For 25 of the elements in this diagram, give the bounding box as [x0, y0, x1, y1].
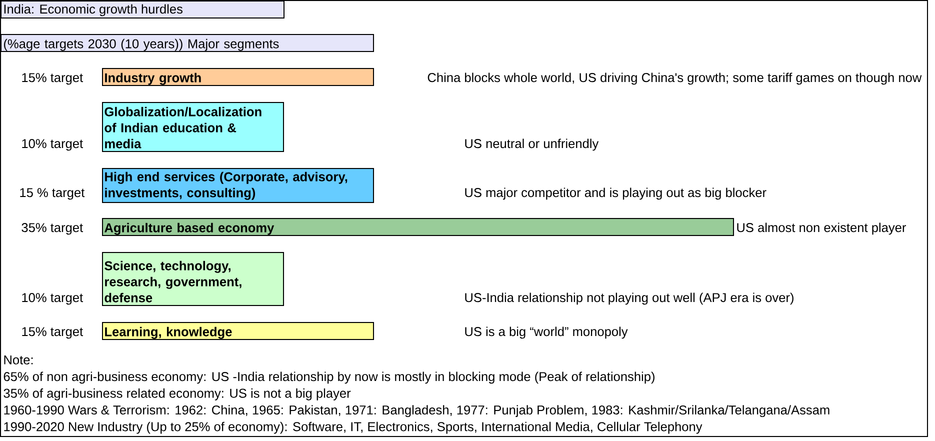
note-text: 1960-1990 Wars & Terrorism: 1962: China, 1965: Pakistan, 1971: Bangladesh, 1977: Punjab Problem, 1983: Kashmir/Srilanka/Telangana/Assam	[4, 405, 830, 418]
target-label: 35% target	[22, 223, 83, 235]
note-heading: Note:	[4, 356, 33, 364]
segment-bar: Science, technology, research, government, defense	[102, 252, 284, 306]
header-box: (%age targets 2030 (10 years)) Major segments	[0, 34, 374, 52]
target-label: 10% target	[22, 139, 83, 151]
comment-text: US almost non existent player	[737, 222, 906, 235]
target-label: 15 % target	[20, 188, 85, 200]
target-label: 15% target	[22, 73, 83, 85]
segment-bar: High end services (Corporate, advisory, investments, consulting)	[102, 168, 374, 203]
target-label: 15% target	[22, 327, 83, 339]
comment-text: US is a big “world” monopoly	[465, 326, 628, 339]
segment-bar: Learning, knowledge	[102, 322, 374, 340]
target-label: 10% target	[22, 293, 83, 305]
note-text: 1990-2020 New Industry (Up to 25% of economy): Software, IT, Electronics, Sports, International Media, Cellular Telephony	[4, 422, 702, 434]
comment-text: China blocks whole world, US driving China's growth; some tariff games on though now	[428, 72, 922, 85]
note-text: 35% of agri-business related economy: US is not a big player	[4, 388, 351, 400]
comment-text: US major competitor and is playing out as big blocker	[465, 188, 766, 200]
title-box: India: Economic growth hurdles	[0, 0, 284, 18]
segment-bar: Globalization/Localization of Indian education & media	[102, 102, 284, 152]
comment-text: US neutral or unfriendly	[465, 138, 599, 151]
segment-bar: Industry growth	[102, 68, 374, 86]
segment-bar: Agriculture based economy	[102, 218, 734, 236]
comment-text: US-India relationship not playing out well (APJ era is over)	[465, 292, 794, 305]
note-text: 65% of non agri-business economy: US -India relationship by now is mostly in blocking mode (Peak of relationship)	[4, 372, 654, 384]
